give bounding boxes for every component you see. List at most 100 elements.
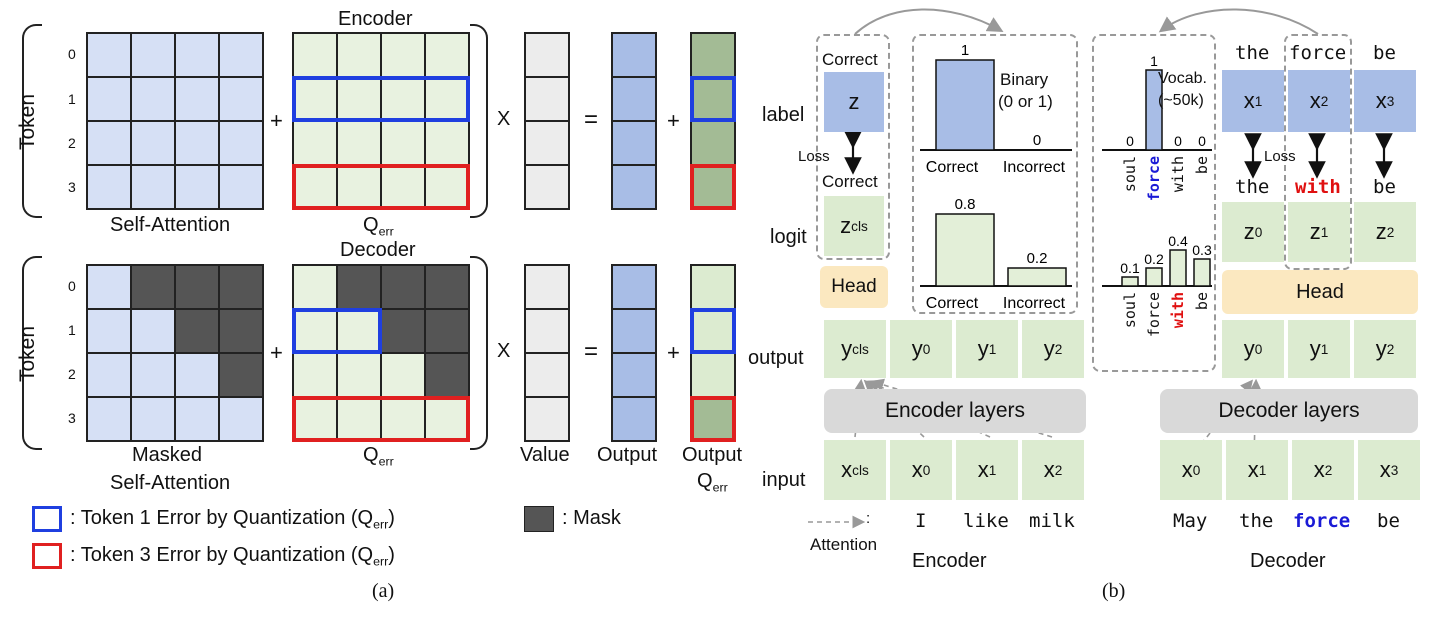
decoder-label: Decoder [1250, 550, 1326, 572]
enc-logit-bar-1 [1007, 267, 1067, 287]
dec-chart-group [1092, 34, 1216, 372]
enc-token-1: I [915, 510, 927, 532]
dec-vocab-bar-1 [1145, 69, 1163, 151]
output-qerr-label-q: Qerr [697, 470, 728, 495]
value-label: Value [520, 444, 570, 466]
attention-legend-arrow: : [866, 510, 871, 527]
dec-vocab-cat-0: soul [1121, 156, 1139, 192]
dec-label-arrow [1158, 8, 1319, 35]
dec-vocab-value-0: 0 [1126, 133, 1134, 149]
decoder-title: Decoder [340, 239, 416, 261]
row-label-label: label [762, 104, 805, 126]
dec-token-1: the [1239, 510, 1274, 532]
plus-sign-2: + [667, 108, 680, 133]
dec-pred-value-3: 0.3 [1192, 242, 1212, 258]
equals-sign-2: = [584, 338, 599, 365]
enc-label-z: z [824, 72, 884, 132]
qerr-grid-encoder [292, 32, 470, 210]
dec-pred-bar-1 [1145, 267, 1163, 287]
dec-vocab-note2: (~50k) [1158, 92, 1204, 109]
dec-pred-value-0: 0.1 [1120, 260, 1140, 276]
token1-error-box-dec [292, 308, 382, 354]
output-qerr-column-decoder [690, 264, 736, 442]
times-sign-2: X [497, 340, 511, 362]
dec-token-0: May [1173, 510, 1208, 532]
dec-token-3: be [1377, 510, 1400, 532]
enc-binary-cat-1: Incorrect [1003, 159, 1066, 176]
output-qerr-label: Output [682, 444, 743, 466]
enc-logit-bar-0 [935, 213, 995, 287]
decoder-brace-left [22, 256, 42, 450]
dec-vocab-value-1: 1 [1150, 53, 1158, 69]
qerr-grid-decoder [292, 264, 470, 442]
decoder-layers: Decoder layers [1160, 389, 1418, 433]
row-2: 2 [68, 135, 76, 151]
dec-token-2: force [1293, 510, 1351, 532]
enc-binary-bar-0 [935, 59, 995, 151]
enc-logit-value-1: 0.2 [1027, 250, 1048, 267]
dec-vocab-value-2: 0 [1174, 133, 1182, 149]
enc-token-3: milk [1029, 510, 1075, 532]
enc-binary-value-1: 0 [1033, 132, 1041, 149]
enc-label-arrow [854, 8, 1004, 35]
row-3-b: 3 [68, 410, 76, 426]
masked-label-1: Masked [132, 444, 203, 466]
encoder-layers: Encoder layers [824, 389, 1086, 433]
enc-binary-value-0: 1 [961, 42, 969, 59]
row-label-output: output [748, 347, 804, 369]
dec-top-token-0: the [1235, 42, 1270, 64]
encoder-brace-left [22, 24, 42, 218]
qerr-label-decoder: Qerr [363, 444, 394, 469]
dec-vocab-cat-2: with [1169, 156, 1187, 192]
legend-mask-text: : Mask [562, 507, 621, 529]
caption-b: (b) [1102, 580, 1126, 602]
dec-top-token-1: force [1289, 42, 1347, 64]
dec-pred-cat-0: soul [1121, 292, 1139, 328]
enc-logit-value-0: 0.8 [955, 196, 976, 213]
enc-chart-group [912, 34, 1078, 314]
output-column-decoder [611, 264, 657, 442]
output-column-encoder [611, 32, 657, 210]
enc-binary-cat-0: Correct [926, 159, 979, 176]
dec-pred-value-1: 0.2 [1144, 251, 1164, 267]
equals-sign: = [584, 106, 599, 133]
legend-red-swatch [32, 543, 62, 569]
legend-blue-text: : Token 1 Error by Quantization (Qerr) [70, 507, 395, 532]
row-2-b: 2 [68, 366, 76, 382]
value-column-decoder [524, 264, 570, 442]
enc-label-group [816, 34, 890, 260]
token3-error-box-dec-out [690, 396, 736, 442]
row-label-input: input [762, 469, 806, 491]
enc-token-2: like [963, 510, 1009, 532]
token1-error-box-dec-out [690, 308, 736, 354]
dec-pred-cat-1: force [1145, 292, 1163, 337]
dec-head: Head [1222, 270, 1418, 314]
dec-pred-value-2: 0.4 [1168, 233, 1188, 249]
dec-pred-bar-3 [1193, 258, 1211, 287]
dec-pred-bar-0 [1121, 276, 1139, 287]
row-1-b: 1 [68, 322, 76, 338]
row-1: 1 [68, 91, 76, 107]
plus-sign-4: + [667, 340, 680, 365]
legend-red-text: : Token 3 Error by Quantization (Qerr) [70, 544, 395, 569]
dec-label-group [1284, 34, 1352, 270]
enc-binary-note2: (0 or 1) [998, 92, 1053, 111]
dec-vocab-cat-3: be [1193, 156, 1211, 174]
